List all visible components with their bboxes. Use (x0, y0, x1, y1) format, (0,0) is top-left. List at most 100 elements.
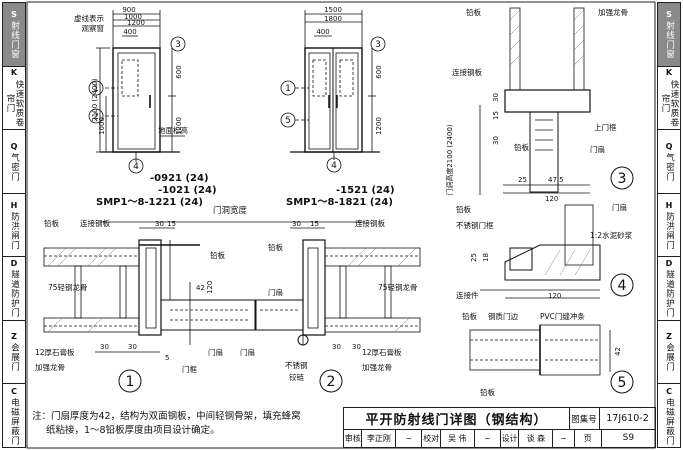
tab-label: 电磁屏蔽门 (9, 397, 20, 446)
left-tab-k[interactable]: K 快速软质卷帘门 (3, 67, 25, 131)
detail-3-labels: 铅板 加强龙骨 连接钢板 铅板 上门框 门扇 门洞高度2100 (2400) 3… (445, 7, 628, 203)
svg-text:4: 4 (618, 278, 627, 294)
svg-text:1000: 1000 (124, 13, 142, 21)
svg-text:30: 30 (332, 343, 341, 351)
svg-text:地面标高: 地面标高 (158, 125, 188, 135)
svg-text:2: 2 (327, 374, 336, 390)
section-opening-width: 门洞宽度 (213, 205, 248, 216)
svg-text:铅板: 铅板 (462, 311, 477, 321)
svg-text:铅板: 铅板 (268, 242, 283, 252)
review-signature: ~ (396, 429, 423, 447)
svg-text:15: 15 (310, 220, 319, 228)
section-1-mark: 1 (118, 369, 142, 393)
tab-label: 快速软质卷帘门 (5, 79, 24, 128)
note-line-2: 纸粘接，1～8铅板厚度由项目设计确定。 (46, 425, 220, 436)
svg-text:连接钢板: 连接钢板 (452, 67, 482, 77)
svg-text:120: 120 (548, 292, 561, 300)
svg-text:75轻钢龙骨: 75轻钢龙骨 (48, 282, 88, 292)
svg-text:PVC门缝冲条: PVC门缝冲条 (540, 311, 585, 321)
tab-code: Z (666, 332, 672, 342)
svg-text:15: 15 (492, 111, 500, 120)
tab-label: 电磁屏蔽门 (664, 397, 675, 446)
section-2-hatch (347, 247, 417, 333)
atlas-label: 图集号 (569, 408, 600, 429)
section-2-labels: 铅板 连接钢板 75轻钢龙骨 12厚石膏板 加强龙骨 门扇 不锈钢 铰链 门扇 … (240, 218, 418, 382)
detail-5-mark: 5 (610, 370, 634, 394)
svg-text:门扇: 门扇 (268, 287, 283, 297)
svg-text:25: 25 (518, 176, 527, 184)
svg-text:30: 30 (352, 343, 361, 351)
svg-text:1:2水泥砂浆: 1:2水泥砂浆 (590, 230, 633, 240)
svg-text:-1021 (24): -1021 (24) (158, 185, 217, 196)
tab-code: K (10, 67, 18, 77)
svg-text:门洞高度2100 (2400): 门洞高度2100 (2400) (445, 124, 454, 196)
design-label: 设计 (501, 429, 520, 447)
design-signature: ~ (553, 429, 575, 447)
svg-text:30: 30 (292, 220, 301, 228)
svg-text:25: 25 (470, 253, 478, 262)
atlas-number: 17J610-2 (606, 413, 649, 424)
elevation-single-labels: 900 1000 1200 400 虚线表示 观察窗 2100 (2400) 1… (74, 6, 188, 135)
svg-text:连接钢板: 连接钢板 (80, 218, 110, 228)
svg-text:连接钢板: 连接钢板 (355, 218, 385, 228)
review-label: 审核 (344, 429, 363, 447)
svg-text:-1521 (24): -1521 (24) (336, 185, 395, 196)
svg-text:4: 4 (331, 161, 337, 171)
svg-text:-0921 (24): -0921 (24) (150, 173, 209, 184)
check-name: 吴 伟 (441, 429, 475, 447)
design-name: 谈 森 (519, 429, 554, 447)
svg-text:400: 400 (316, 28, 329, 36)
svg-text:30: 30 (100, 343, 109, 351)
title-block-top: 平开防射线门详图（钢结构） 图集号 17J610-2 (344, 408, 655, 430)
svg-text:120: 120 (545, 195, 558, 203)
title-block-signatures: 审核 李正刚 ~ 校对 吴 伟 ~ 设计 谈 森 ~ 页 S9 (344, 429, 655, 447)
svg-text:铅板: 铅板 (480, 387, 495, 397)
svg-text:42: 42 (196, 284, 205, 292)
svg-text:1: 1 (126, 374, 135, 390)
tab-code: C (11, 386, 17, 396)
tab-code: S (11, 9, 17, 19)
svg-text:5: 5 (618, 375, 627, 391)
svg-text:30: 30 (128, 343, 137, 351)
svg-text:12厚石膏板: 12厚石膏板 (35, 347, 75, 357)
section-1-hatch (47, 247, 117, 333)
svg-text:1500: 1500 (324, 6, 342, 14)
svg-text:SMP1～8-1221 (24): SMP1～8-1221 (24) (96, 197, 203, 208)
page-label: 页 (575, 429, 602, 447)
svg-text:3: 3 (618, 171, 627, 187)
svg-text:30: 30 (492, 93, 500, 102)
tab-label: 隧道防护门 (9, 270, 20, 318)
svg-text:47.5: 47.5 (548, 176, 564, 184)
general-note: 注：门扇厚度为42，结构为双面钢板，中间轻钢骨架，填充蜂窝 纸粘接，1～8铅板厚… (32, 410, 342, 438)
svg-text:5: 5 (165, 354, 169, 362)
svg-text:120: 120 (206, 281, 214, 294)
svg-text:铅板: 铅板 (456, 204, 471, 214)
elevation-double-marks: 3 1 5 4 (280, 36, 386, 173)
tab-code: S (666, 9, 672, 19)
elevation-double-codes: -1521 (24) SMP1～8-1821 (24) (286, 185, 395, 208)
elevation-single-codes: -0921 (24) -1021 (24) SMP1～8-1221 (24) (96, 173, 217, 208)
elevation-double-door (290, 10, 380, 160)
tab-code: Z (11, 332, 17, 342)
tab-label: 射线门窗 (664, 20, 675, 59)
svg-text:上门框: 上门框 (594, 122, 617, 132)
svg-text:15: 15 (167, 220, 176, 228)
svg-text:观察窗: 观察窗 (82, 23, 105, 33)
svg-text:铅板: 铅板 (514, 142, 529, 152)
detail-4-mark: 4 (610, 273, 634, 297)
